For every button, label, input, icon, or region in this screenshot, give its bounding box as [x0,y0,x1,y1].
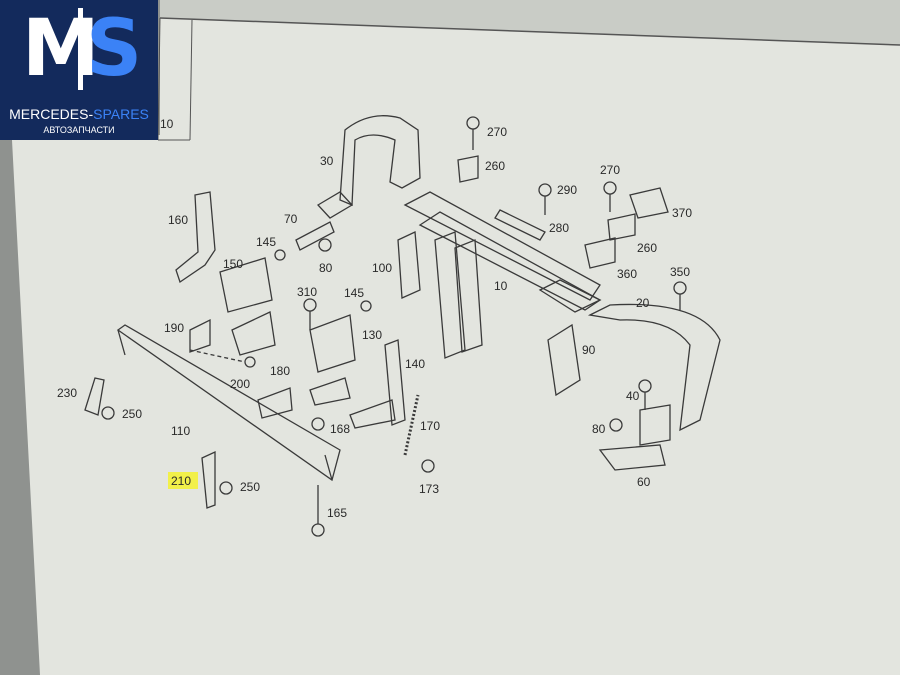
part-210 [201,450,216,509]
part-160 [175,191,216,284]
label-145-a: 145 [256,235,276,249]
label-90: 90 [582,343,596,357]
label-40: 40 [626,389,640,403]
part-360 [584,237,616,269]
part-260-lower [607,213,636,241]
part-60 [598,444,666,471]
mercedes-spares-logo: M S MERCEDES-SPARES АВТОЗАПЧАСТИ [0,0,158,140]
label-70: 70 [284,212,298,226]
part-130-foot [309,377,351,406]
logo-letter-m: M [22,4,100,94]
part-190-line [189,349,246,363]
label-270-a: 270 [487,125,507,139]
label-360: 360 [617,267,637,281]
label-350: 350 [670,265,690,279]
logo-divider-bar [78,8,83,90]
part-30-bracket [339,115,421,206]
label-80-b: 80 [592,422,606,436]
label-10: 10 [494,279,508,293]
logo-letter-s: S [86,4,143,94]
part-150 [219,257,273,313]
callout-labels: 270 260 270 290 30 370 280 260 160 70 14… [57,125,692,520]
edge-label: 10 [160,117,174,131]
label-150: 150 [223,257,243,271]
label-173: 173 [419,482,439,496]
label-230: 230 [57,386,77,400]
label-130: 130 [362,328,382,342]
part-70 [295,221,335,251]
label-280: 280 [549,221,569,235]
part-280 [494,209,546,241]
label-highlight [168,472,198,489]
part-40-bracket [639,404,671,446]
label-30: 30 [320,154,334,168]
label-170: 170 [420,419,440,433]
part-130 [309,314,356,373]
label-200: 200 [230,377,250,391]
label-260-b: 260 [637,241,657,255]
label-250-b: 250 [240,480,260,494]
bolts [101,116,687,537]
part-10-end [538,279,602,313]
part-post-b [454,239,483,353]
label-100: 100 [372,261,392,275]
label-60: 60 [637,475,651,489]
label-160: 160 [168,213,188,227]
part-190 [189,318,211,353]
label-110: 110 [171,424,190,438]
part-90 [547,323,581,397]
label-168: 168 [330,422,350,436]
inset-box-right [189,19,193,141]
part-post-a [434,231,466,359]
part-10-rail [403,191,601,301]
part-100 [397,231,421,299]
logo-subtitle: АВТОЗАПЧАСТИ [43,125,115,135]
part-110-beam [116,324,341,482]
part-140 [384,339,406,426]
label-145-b: 145 [344,286,364,300]
label-250-a: 250 [122,407,142,421]
label-165: 165 [327,506,347,520]
logo-brand-text: MERCEDES-SPARES [0,106,158,122]
label-370: 370 [672,206,692,220]
part-180 [257,387,293,419]
logo-brand-blue: SPARES [93,106,149,122]
part-110-edge [117,329,333,481]
part-230 [84,377,105,416]
label-20: 20 [636,296,650,310]
part-370 [629,187,669,219]
screen-top-strip [160,0,900,45]
label-140: 140 [405,357,425,371]
screen-area [12,0,900,675]
part-30-foot [316,191,354,219]
label-310: 310 [297,285,317,299]
label-260-a: 260 [485,159,505,173]
inset-box-edge [157,17,161,141]
logo-brand-white: MERCEDES- [9,106,94,122]
label-190: 190 [164,321,184,335]
label-270-b: 270 [600,163,620,177]
label-80-a: 80 [319,261,333,275]
part-140-foot [349,399,396,429]
part-drawings [84,115,721,537]
label-290: 290 [557,183,577,197]
label-210-highlighted: 210 [171,474,191,488]
part-260-upper [457,155,479,183]
part-20-arch [587,303,721,432]
part-150-lower [231,311,276,356]
label-180: 180 [270,364,290,378]
window-border-top [159,17,900,46]
